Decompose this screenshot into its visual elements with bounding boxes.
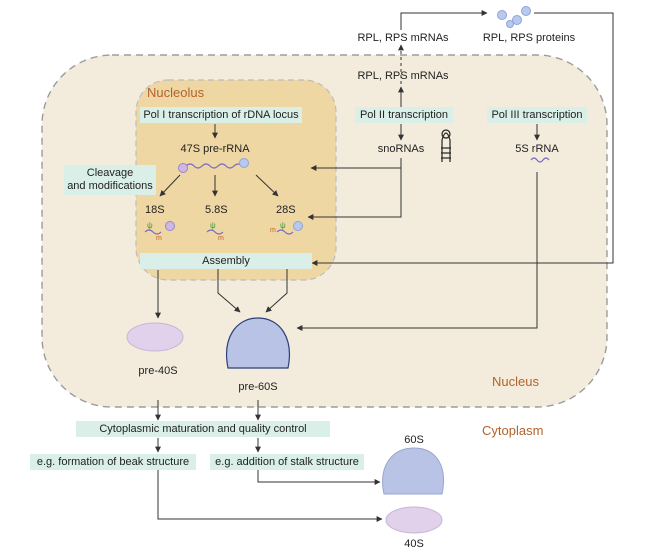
cytoplasm-title: Cytoplasm xyxy=(482,423,544,438)
pre-60s-subunit xyxy=(226,317,290,369)
label-snornas: snoRNAs xyxy=(377,143,425,155)
protein-dots-icon xyxy=(497,6,531,28)
label-40s: 40S xyxy=(404,538,424,550)
snorna-hairpin-icon xyxy=(441,129,451,162)
svg-text:m: m xyxy=(270,227,276,234)
label-58s: 5.8S xyxy=(205,204,228,216)
arrow-stalk-to-60s xyxy=(257,470,381,485)
label-5s-rrna: 5S rRNA xyxy=(515,143,559,155)
label-60s: 60S xyxy=(404,434,424,446)
rrna-28s-icon: m ψ xyxy=(270,221,303,235)
label-rpl-mrnas-top: RPL, RPS mRNAs xyxy=(357,32,449,44)
label-47s-pre-rrna: 47S pre-rRNA xyxy=(180,143,250,155)
arrow-47s-to-28s xyxy=(255,174,279,197)
label-pre60s: pre-60S xyxy=(238,381,278,393)
label-18s: 18S xyxy=(145,204,165,216)
label-rpl-mrnas: RPL, RPS mRNAs xyxy=(357,70,449,82)
nucleus-title: Nucleus xyxy=(492,374,539,389)
assembly-box: Assembly xyxy=(140,253,312,269)
svg-text:ψ: ψ xyxy=(147,221,153,230)
mature-60s-subunit xyxy=(382,447,444,495)
arrow-proteins-to-assembly xyxy=(311,12,614,266)
svg-text:m: m xyxy=(218,235,224,242)
pre-rrna-47s-icon xyxy=(178,158,249,173)
arrow-beak-to-40s xyxy=(157,470,383,522)
arrow-mrna-to-proteins xyxy=(400,10,488,30)
arrow-28s-to-pre60s xyxy=(265,268,288,313)
rrna-18s-icon: ψ m xyxy=(144,221,175,242)
label-rpl-proteins: RPL, RPS proteins xyxy=(482,32,576,44)
rrna-58s-icon: ψ m xyxy=(206,221,224,242)
pol2-transcription-box: Pol II transcription xyxy=(355,107,453,123)
svg-text:ψ: ψ xyxy=(210,221,216,230)
rrna-5s-squiggle xyxy=(530,157,550,163)
cytoplasmic-maturation-box: Cytoplasmic maturation and quality contr… xyxy=(76,421,330,437)
mature-40s-subunit xyxy=(385,506,443,534)
cleavage-box: Cleavage and modifications xyxy=(64,165,156,195)
svg-text:m: m xyxy=(156,235,162,242)
pol1-transcription-box: Pol I transcription of rDNA locus xyxy=(140,107,302,123)
nucleolus-title: Nucleolus xyxy=(147,85,205,100)
arrow-snornas-to-28s xyxy=(307,158,402,220)
cleavage-line-1: Cleavage xyxy=(86,167,134,179)
beak-formation-box: e.g. formation of beak structure xyxy=(30,454,196,470)
pol3-transcription-box: Pol III transcription xyxy=(487,107,587,123)
arrow-47s-to-18s xyxy=(159,174,181,197)
label-28s: 28S xyxy=(276,204,296,216)
arrow-58s-to-pre60s xyxy=(217,268,241,313)
arrow-5s-to-pre60s xyxy=(296,172,538,331)
stalk-addition-box: e.g. addition of stalk structure xyxy=(210,454,364,470)
label-pre40s: pre-40S xyxy=(138,365,178,377)
cleavage-line-2: and modifications xyxy=(67,180,153,192)
svg-text:ψ: ψ xyxy=(280,221,286,230)
pre-40s-subunit xyxy=(126,322,184,352)
nucleolus-region xyxy=(135,79,337,281)
